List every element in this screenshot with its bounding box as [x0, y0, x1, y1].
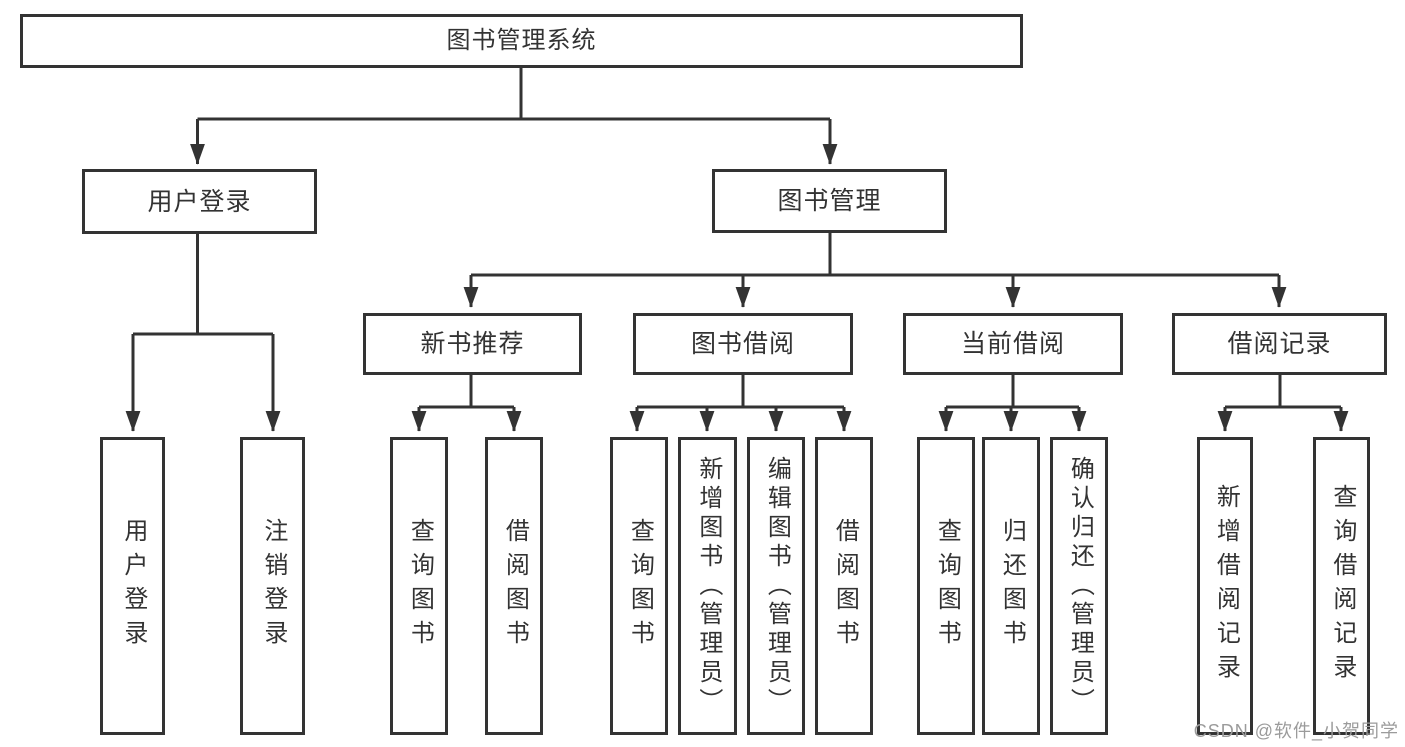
leaf-label: 用户登录 [119, 518, 147, 654]
node-book-borrow-label: 图书借阅 [690, 330, 795, 358]
edges [125, 68, 1349, 432]
node-new-book-recommend-label: 新书推荐 [420, 330, 525, 358]
leaf-label: 查询图书 [626, 518, 654, 654]
node-leaf-confirm-return-admin: 确认归还（管理员） [1050, 437, 1108, 735]
csdn-watermark: CSDN @软件_小贺同学 [1193, 721, 1399, 741]
node-book-management: 图书管理 [712, 169, 947, 233]
node-user-login-label: 用户登录 [147, 187, 252, 216]
node-leaf-borrow-book-1: 借阅图书 [485, 437, 543, 735]
leaf-label: 查询借阅记录 [1328, 484, 1356, 688]
node-leaf-edit-book-admin: 编辑图书（管理员） [747, 437, 805, 735]
node-current-borrow-label: 当前借阅 [960, 330, 1065, 358]
node-leaf-borrow-book-2: 借阅图书 [815, 437, 873, 735]
node-book-management-label: 图书管理 [777, 187, 882, 215]
leaf-label: 借阅图书 [501, 518, 529, 654]
node-new-book-recommend: 新书推荐 [363, 313, 582, 375]
node-leaf-query-borrow-record: 查询借阅记录 [1313, 437, 1370, 735]
node-root: 图书管理系统 [20, 14, 1023, 68]
node-root-label: 图书管理系统 [446, 26, 597, 54]
leaf-label: 注销登录 [259, 518, 287, 654]
node-leaf-query-book-1: 查询图书 [390, 437, 448, 735]
node-leaf-query-book-2: 查询图书 [610, 437, 668, 735]
node-leaf-user-login: 用户登录 [100, 437, 165, 735]
leaf-label: 新增借阅记录 [1212, 484, 1240, 688]
node-leaf-add-borrow-record: 新增借阅记录 [1197, 437, 1253, 735]
node-book-borrow: 图书借阅 [633, 313, 853, 375]
leaf-label: 新增图书（管理员） [694, 455, 722, 717]
node-leaf-logout: 注销登录 [240, 437, 305, 735]
node-user-login: 用户登录 [82, 169, 317, 234]
leaf-label: 借阅图书 [831, 518, 859, 654]
node-borrow-records: 借阅记录 [1172, 313, 1387, 375]
node-leaf-query-book-3: 查询图书 [917, 437, 975, 735]
leaf-label: 查询图书 [406, 518, 434, 654]
node-leaf-add-book-admin: 新增图书（管理员） [678, 437, 737, 735]
leaf-label: 确认归还（管理员） [1066, 455, 1094, 717]
leaf-label: 查询图书 [933, 518, 961, 654]
node-current-borrow: 当前借阅 [903, 313, 1123, 375]
node-borrow-records-label: 借阅记录 [1227, 330, 1332, 358]
leaf-label: 归还图书 [998, 518, 1026, 654]
node-leaf-return-book: 归还图书 [982, 437, 1040, 735]
leaf-label: 编辑图书（管理员） [763, 455, 791, 717]
